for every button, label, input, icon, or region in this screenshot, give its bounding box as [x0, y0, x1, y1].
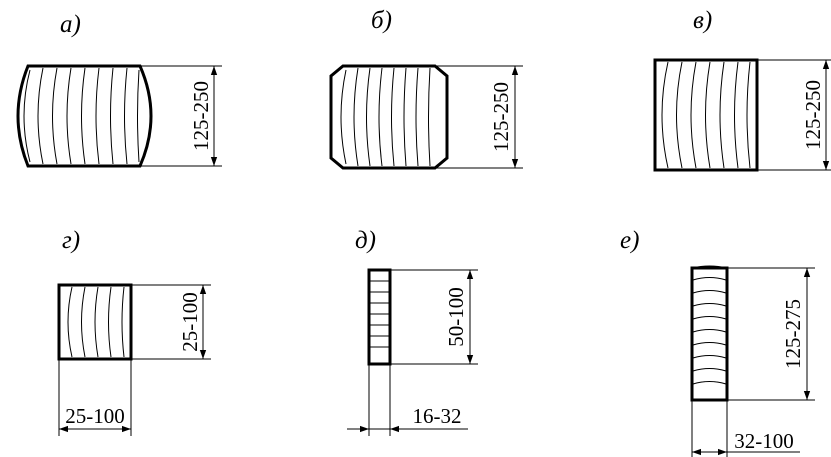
panel-e-dimension-horizontal-text: 32-100: [734, 429, 794, 453]
panel-d-dimension-vertical: 50-100: [390, 269, 478, 365]
panel-v: в) 125-250: [653, 7, 831, 172]
panel-d-dimension-vertical-text: 50-100: [444, 287, 468, 347]
panel-b-blank: [329, 64, 449, 170]
panel-g-dimension-vertical: 25-100: [131, 284, 211, 360]
panel-v-blank: [653, 58, 759, 172]
panel-g-dimension-vertical-text: 25-100: [178, 292, 202, 352]
panel-b-dimension: 125-250: [435, 65, 523, 169]
panel-d-dimension-horizontal: 16-32: [347, 364, 468, 436]
panel-v-dimension-text: 125-250: [801, 80, 825, 150]
panel-d: д) 50-100 16-32: [347, 227, 478, 436]
panel-d-dimension-horizontal-text: 16-32: [413, 404, 462, 428]
panel-g: г) 25-100 25-100: [57, 227, 211, 436]
panel-e-blank: [690, 265, 729, 402]
panel-e-dimension-horizontal: 32-100: [691, 400, 800, 457]
panel-g-label: г): [62, 227, 80, 254]
panel-e-dimension-vertical: 125-275: [727, 267, 815, 401]
panel-a-dimension-text: 125-250: [189, 81, 213, 151]
panel-a: а) 125-250: [16, 11, 222, 168]
panel-g-blank: [57, 283, 133, 361]
panel-g-dimension-horizontal-text: 25-100: [65, 404, 125, 428]
panel-b-label: б): [371, 7, 392, 34]
panel-v-dimension: 125-250: [757, 59, 831, 171]
panel-e-label: е): [620, 227, 639, 254]
panel-e: е) 125-275 32-100: [620, 227, 815, 457]
panel-b: б) 125-250: [329, 7, 523, 170]
panel-d-blank: [367, 268, 392, 366]
panel-g-dimension-horizontal: 25-100: [58, 359, 132, 436]
panel-v-label: в): [693, 7, 712, 34]
panel-a-blank: [16, 64, 153, 168]
panel-a-label: а): [60, 11, 81, 38]
panel-a-dimension: 125-250: [140, 65, 222, 167]
panel-e-dimension-vertical-text: 125-275: [781, 299, 805, 369]
panel-d-label: д): [355, 227, 376, 254]
panel-b-dimension-text: 125-250: [489, 82, 513, 152]
